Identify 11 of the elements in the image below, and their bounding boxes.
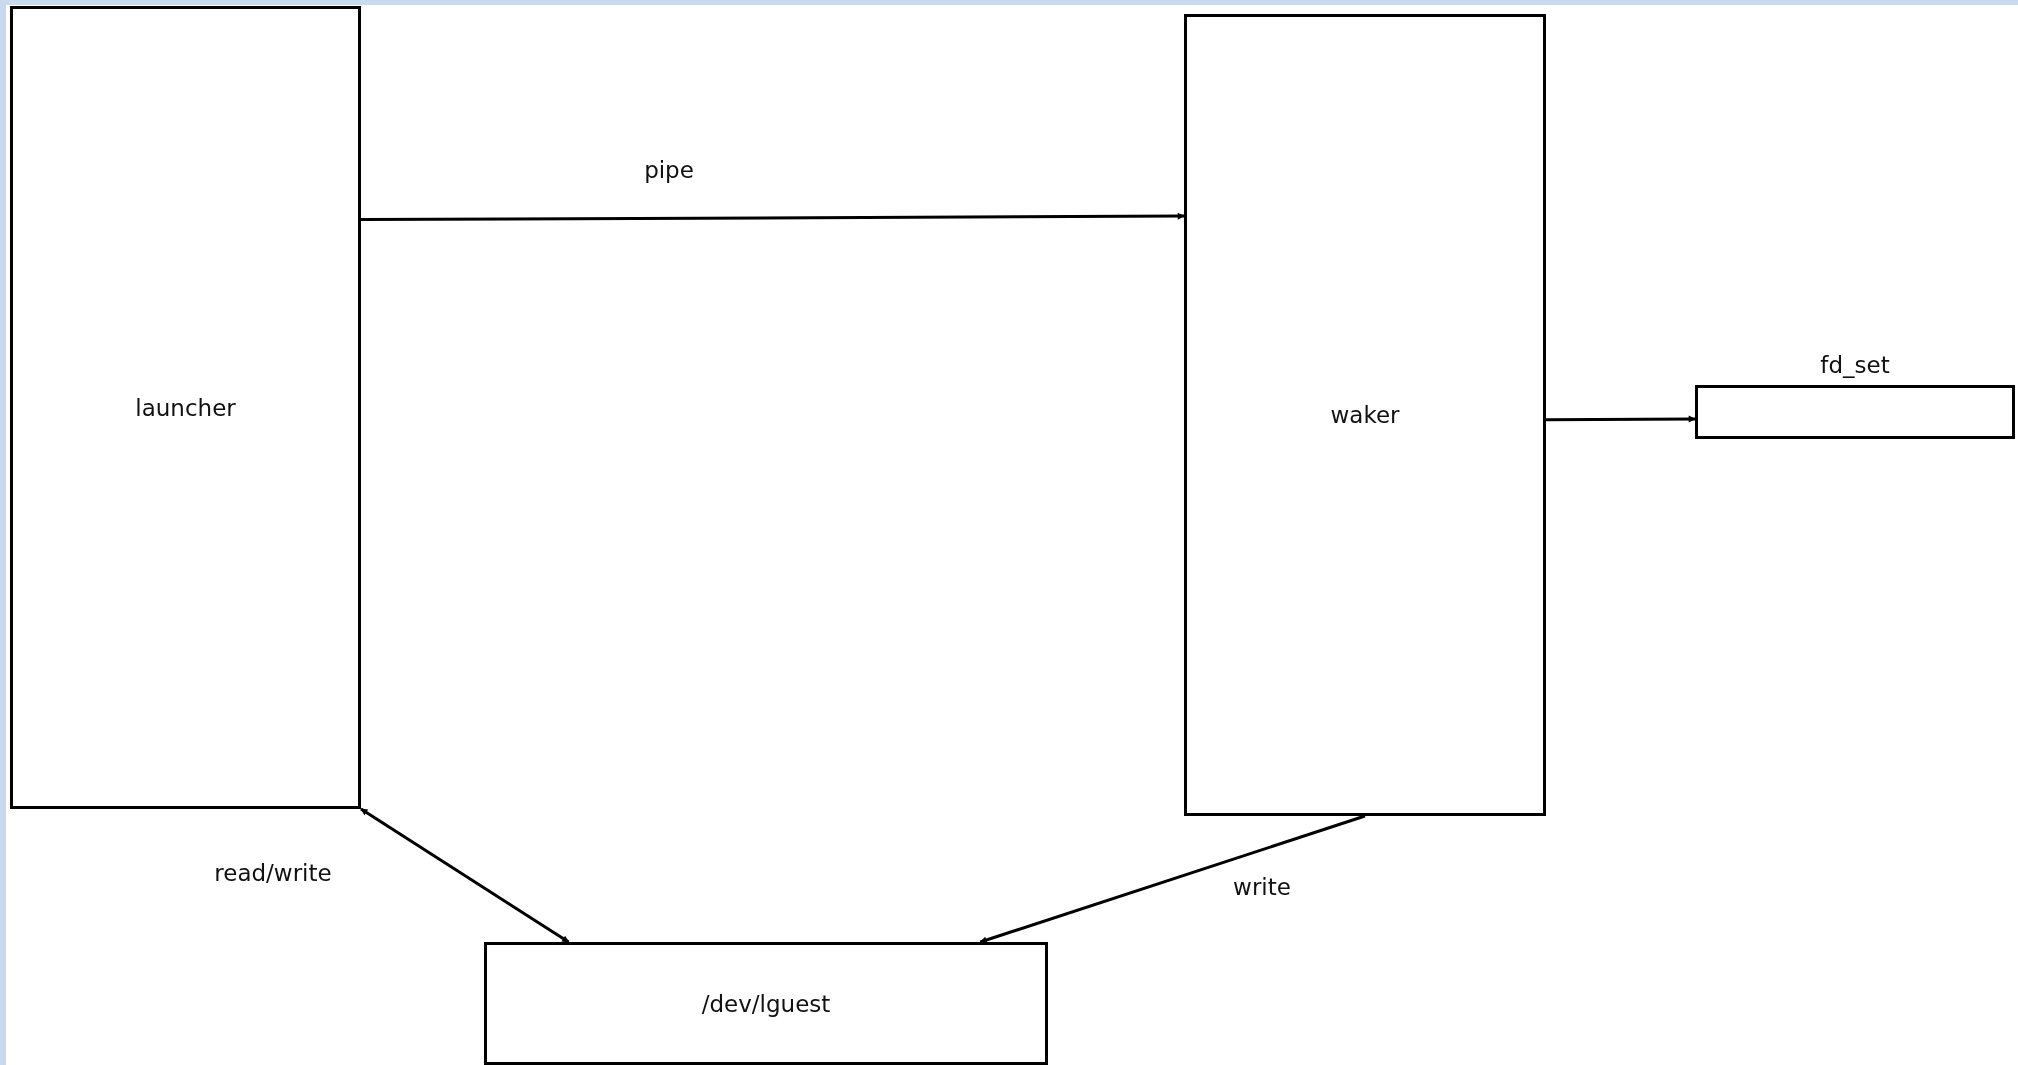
box-label: waker	[1330, 402, 1400, 428]
arrow	[360, 807, 570, 944]
process-box	[1184, 14, 1546, 816]
process-box	[10, 6, 361, 809]
arrow	[1546, 415, 1696, 423]
arrow	[979, 814, 1366, 944]
process-box	[484, 942, 1048, 1065]
arrow	[361, 212, 1185, 222]
box-label: launcher	[135, 394, 236, 421]
box-heading: fd_set	[1820, 352, 1890, 378]
box-label: /dev/lguest	[701, 990, 831, 1017]
